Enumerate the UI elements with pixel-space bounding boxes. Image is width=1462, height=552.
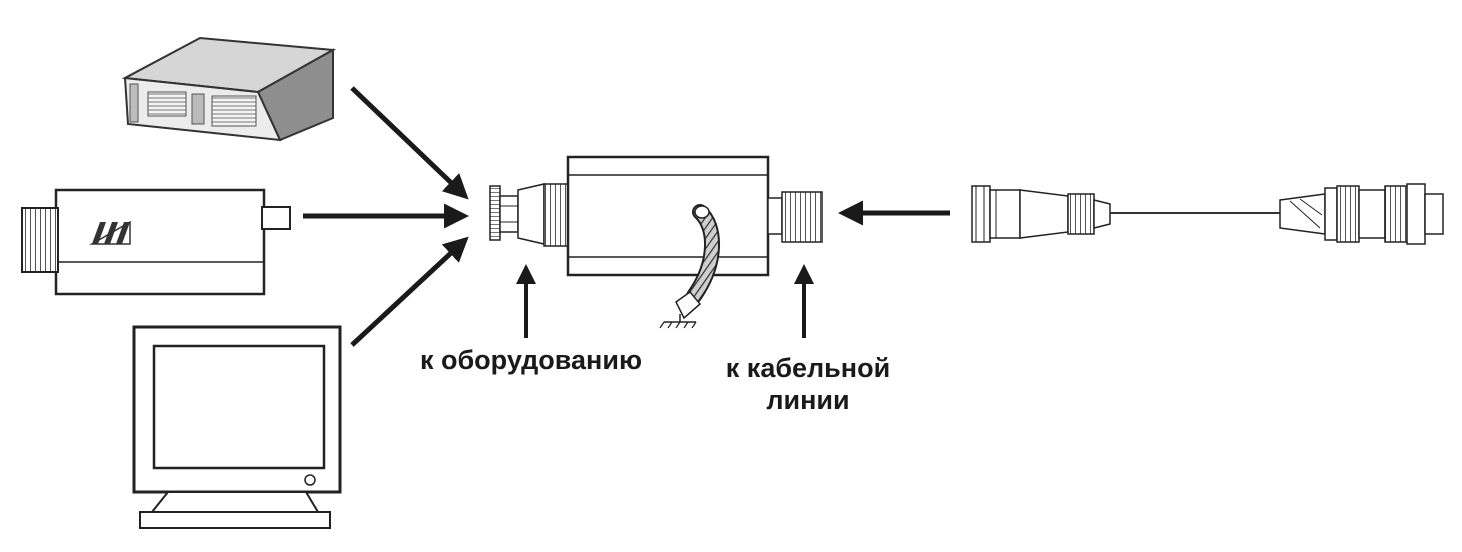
ground-icon xyxy=(659,290,702,329)
camera-logo xyxy=(89,220,131,245)
label-to-equipment: к оборудованию xyxy=(420,345,643,375)
input-arrows xyxy=(303,86,469,347)
label-to-cable-line-1: к кабельной xyxy=(725,353,891,383)
monitor-icon xyxy=(132,325,342,529)
camera-icon xyxy=(21,188,291,296)
label-to-cable-line: к кабельной линии xyxy=(708,352,908,417)
arrow-from-server xyxy=(350,86,469,200)
server-icon xyxy=(121,36,337,142)
ground-wire xyxy=(686,204,720,304)
arrow-from-monitor xyxy=(350,236,469,347)
label-to-cable-line-2: линии xyxy=(766,385,850,416)
bnc-cable-icon xyxy=(971,183,1444,245)
surge-protector-icon xyxy=(489,155,823,329)
